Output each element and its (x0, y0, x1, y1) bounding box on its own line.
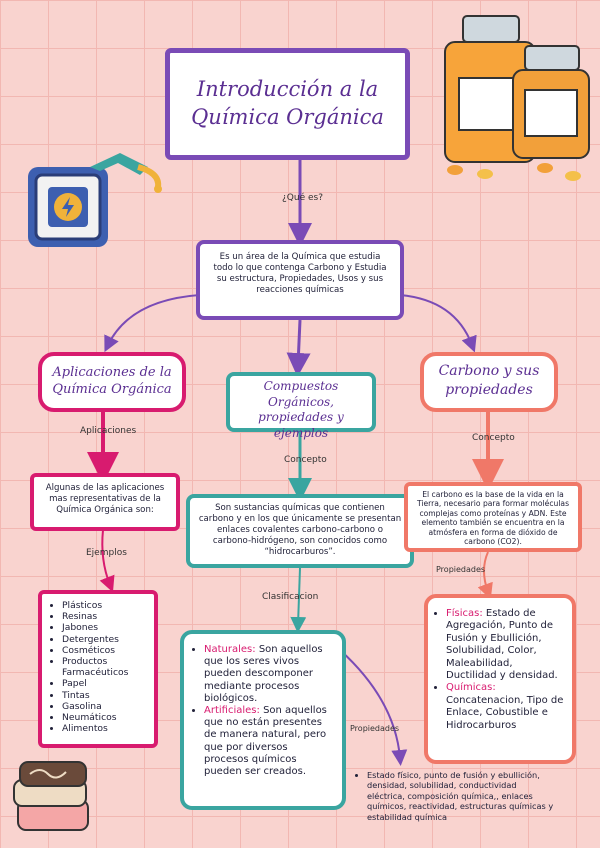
quimicas-text: Concatenacion, Tipo de Enlace, Cobustibl… (446, 694, 564, 731)
artificiales-item: Artificiales: Son aquellos que no están … (204, 705, 334, 778)
naturales-label: Naturales: (204, 644, 256, 655)
title-line-1: Introducción a la (196, 77, 379, 101)
quimicas-item: Químicas: Concatenacion, Tipo de Enlace,… (446, 682, 566, 732)
middle-properties-text: Estado físico, punto de fusión y ebullic… (367, 770, 555, 822)
left-intro-box: Algunas de las aplicaciones mas represen… (30, 473, 180, 531)
title-box: Introducción a la Química Orgánica (165, 48, 410, 160)
quimicas-label: Químicas: (446, 682, 496, 694)
left-title: Aplicaciones de la Química Orgánica (52, 365, 172, 397)
examples-list: PlásticosResinasJabonesDetergentesCosmét… (46, 600, 150, 734)
example-item: Papel (62, 678, 150, 689)
example-item: Cosméticos (62, 645, 150, 656)
right-connector-concepto: Concepto (472, 433, 515, 443)
middle-connector-concepto: Concepto (284, 455, 327, 465)
fisicas-text: Estado de Agregación, Punto de Fusión y … (446, 608, 558, 682)
examples-box: PlásticosResinasJabonesDetergentesCosmét… (38, 590, 158, 748)
example-item: Alimentos (62, 723, 150, 734)
left-connector-aplicaciones: Aplicaciones (80, 426, 137, 436)
fisicas-label: Físicas: (446, 608, 483, 619)
middle-concept-box: Son sustancias químicas que contienen ca… (186, 494, 414, 568)
right-concept-text: El carbono es la base de la vida en la T… (416, 490, 570, 547)
right-concept-box: El carbono es la base de la vida en la T… (404, 482, 582, 552)
title-line-2: Química Orgánica (191, 105, 384, 129)
middle-title-box: Compuestos Orgánicos, propiedades y ejem… (226, 372, 376, 440)
middle-connector-clasificacion: Clasificacion (262, 592, 319, 602)
example-item: Gasolina (62, 701, 150, 712)
example-item: Detergentes (62, 634, 150, 645)
naturales-text: Son aquellos que los seres vivos pueden … (204, 644, 323, 704)
artificiales-text: Son aquellos que no están presentes de m… (204, 705, 327, 778)
left-connector-ejemplos: Ejemplos (86, 548, 127, 558)
left-title-box: Aplicaciones de la Química Orgánica (38, 352, 186, 412)
example-item: Tintas (62, 690, 150, 701)
left-intro-text: Algunas de las aplicaciones mas represen… (45, 483, 165, 515)
arrow-definition-to-right (399, 294, 477, 353)
classification-box: Naturales: Son aquellos que los seres vi… (180, 630, 346, 810)
example-item: Productos Farmacéuticos (62, 656, 150, 678)
middle-connector-propiedades: Propiedades (350, 724, 400, 733)
fuel-can-icon (28, 153, 162, 247)
example-item: Plásticos (62, 600, 150, 611)
right-title-box: Carbono y sus propiedades (420, 352, 558, 412)
artificiales-label: Artificiales: (204, 705, 260, 717)
middle-title: Compuestos Orgánicos, propiedades y ejem… (258, 379, 344, 440)
right-properties-box: Físicas: Estado de Agregación, Punto de … (424, 594, 576, 764)
question-label: ¿Qué es? (282, 193, 323, 203)
soap-bars-icon (13, 761, 89, 831)
example-item: Jabones (62, 622, 150, 633)
right-connector-propiedades: Propiedades (436, 565, 486, 574)
example-item: Resinas (62, 611, 150, 622)
fisicas-item: Físicas: Estado de Agregación, Punto de … (446, 608, 566, 682)
middle-concept-text: Son sustancias químicas que contienen ca… (198, 503, 402, 557)
arrow-definition-to-left (104, 294, 201, 353)
example-item: Neumáticos (62, 712, 150, 723)
arrow-right-2 (477, 551, 493, 600)
pill-bottles-icon (444, 15, 590, 181)
right-title: Carbono y sus propiedades (438, 363, 540, 398)
definition-text: Es un área de la Química que estudia tod… (213, 252, 387, 295)
arrow-middle-3 (339, 649, 408, 766)
arrow-middle-2 (290, 567, 307, 633)
definition-box: Es un área de la Química que estudia tod… (196, 240, 404, 320)
arrow-left-2 (99, 529, 115, 593)
middle-properties: Estado físico, punto de fusión y ebullic… (355, 770, 555, 822)
arrow-definition-to-middle (286, 319, 311, 377)
naturales-item: Naturales: Son aquellos que los seres vi… (204, 644, 334, 705)
